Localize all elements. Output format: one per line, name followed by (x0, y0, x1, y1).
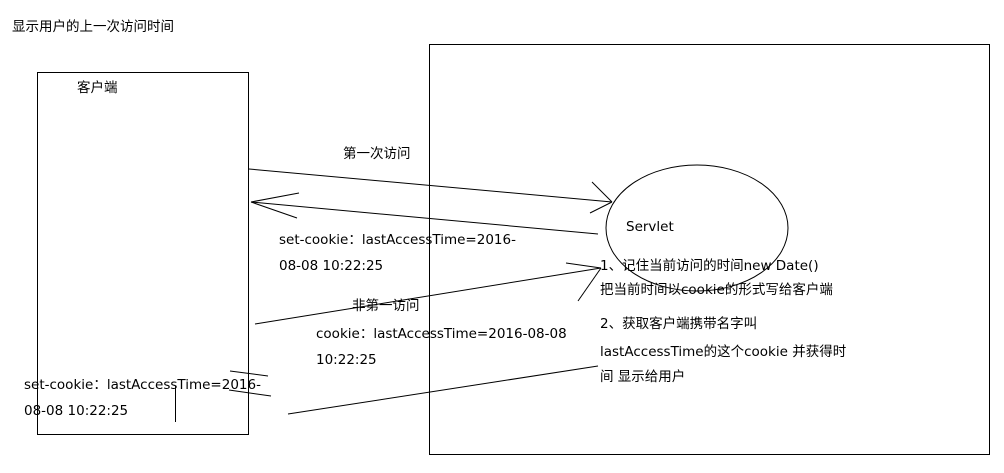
client-box (37, 72, 249, 435)
client-label: 客户端 (77, 80, 118, 96)
set-cookie-label-1a: set-cookie：lastAccessTime=2016- (279, 232, 516, 248)
non-first-visit-arrowhead (565, 262, 602, 269)
step2-line2: lastAccessTime的这个cookie 并获得时 (600, 344, 847, 360)
set-cookie-response-arrow (250, 201, 599, 235)
step2-line1: 2、获取客户端携带名字叫 (600, 316, 758, 332)
second-response-arrowhead (228, 389, 272, 397)
step1-line1: 1、记住当前访问的时间new Date() (600, 258, 819, 274)
servlet-label: Servlet (626, 219, 674, 235)
server-box (429, 44, 990, 455)
diagram-title: 显示用户的上一次访问时间 (12, 19, 174, 35)
cookie-label-a: cookie：lastAccessTime=2016-08-08 (316, 326, 567, 342)
cookie-label-b: 10:22:25 (316, 352, 377, 368)
step2-line3: 间 显示给用户 (600, 369, 686, 385)
first-visit-request-arrowhead (591, 181, 613, 203)
step1-line2: 把当前时间以cookie的形式写给客户端 (600, 282, 833, 298)
first-visit-request-arrowhead (589, 201, 613, 214)
set-cookie-label-1b: 08-08 10:22:25 (279, 258, 384, 274)
second-response-arrowhead (229, 370, 269, 377)
set-cookie-label-2a: set-cookie：lastAccessTime=2016- (24, 377, 261, 393)
non-first-visit-request-arrow (254, 267, 602, 325)
first-visit-request-arrow (248, 168, 613, 203)
second-response-arrow (287, 365, 599, 415)
non-first-visit-arrowhead (577, 267, 602, 302)
non-first-visit-label: 非第一访问 (352, 298, 420, 314)
set-cookie-response-arrowhead (250, 192, 300, 203)
first-visit-label: 第一次访问 (343, 146, 411, 162)
set-cookie-response-arrowhead (250, 201, 298, 219)
servlet-ellipse (605, 164, 789, 292)
set-cookie-label-2b: 08-08 10:22:25 (24, 403, 129, 419)
